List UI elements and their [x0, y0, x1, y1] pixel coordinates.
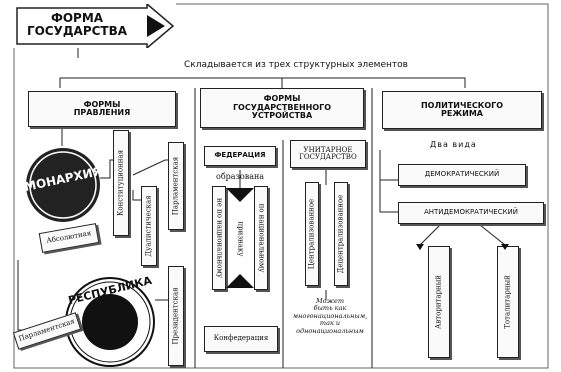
republic-seal-shape-icon: [65, 277, 155, 367]
monarchy-seal-shape-icon: [26, 148, 100, 222]
subtitle: Складывается из трех структурных элемент…: [184, 60, 408, 70]
federation-box: ФЕДЕРАЦИЯ: [204, 146, 276, 166]
note-line5: однонациональным: [296, 326, 364, 335]
unitary-line2: ГОСУДАРСТВО: [299, 153, 357, 161]
structure-forms-header-line1: ФОРМЫ: [263, 94, 301, 104]
federation-label: ФЕДЕРАЦИЯ: [214, 151, 266, 160]
title-arrow: ФОРМА ГОСУДАРСТВА: [16, 4, 175, 48]
totalitarian-box: Тоталитарный: [497, 246, 519, 358]
two-kinds-label: Два вида: [430, 140, 477, 149]
republic-seal: РЕСПУБЛИКА: [64, 274, 156, 368]
subtitle-right-branch: [380, 77, 466, 88]
gov-forms-header-line1: ФОРМЫ: [83, 99, 121, 109]
note-line3: многонациональным,: [292, 311, 368, 320]
unitary-state-box: УНИТАРНОЕ ГОСУДАРСТВО: [290, 140, 366, 168]
structure-forms-header: ФОРМЫ ГОСУДАРСТВЕННОГО УСТРОЙСТВА: [200, 88, 364, 128]
subtitle-left-branch: [59, 77, 180, 88]
dualistic-monarchy-box: Дуалистическая: [141, 186, 157, 266]
regime-to-antidemocratic: [379, 180, 398, 213]
decentralized-box: Децентрализованное: [334, 182, 348, 286]
note-line2: быть как: [313, 304, 347, 313]
monarchy-seal: МОНАРХИЯ: [23, 146, 103, 224]
national-principle-box: по национальному: [254, 186, 268, 290]
constitutional-monarchy-box: Конституционная: [113, 130, 129, 236]
centralized-box: Централизованное: [305, 182, 319, 286]
not-national-box: не по национальному: [212, 186, 226, 290]
unitary-line1: УНИТАРНОЕ: [303, 145, 353, 154]
note-line1: Может: [316, 297, 344, 305]
page-title-line1: ФОРМА: [50, 11, 104, 25]
authoritarian-box: Авторитарный: [428, 246, 450, 358]
gov-forms-header: ФОРМЫ ПРАВЛЕНИЯ: [28, 91, 176, 127]
democratic-box: ДЕМОКРАТИЧЕСКИЙ: [398, 164, 526, 186]
regime-header: ПОЛИТИЧЕСКОГО РЕЖИМА: [382, 91, 542, 129]
arrow-shape-icon: [16, 4, 175, 48]
unitary-note: Может быть как многонациональным, так и …: [290, 297, 370, 335]
structure-forms-header-line2: ГОСУДАРСТВЕННОГО: [232, 102, 332, 112]
structure-forms-header-line3: УСТРОЙСТВА: [251, 111, 313, 121]
confederation-box: Конфедерация: [204, 326, 278, 352]
formed-label: образована: [216, 172, 265, 181]
confederation-label: Конфедерация: [213, 334, 269, 343]
democratic-label: ДЕМОКРАТИЧЕСКИЙ: [424, 170, 500, 179]
regime-header-line2: РЕЖИМА: [441, 109, 483, 118]
antidemocratic-label: АНТИДЕМОКРАТИЧЕСКИЙ: [423, 208, 519, 217]
gov-forms-header-line2: ПРАВЛЕНИЯ: [73, 108, 131, 117]
presidential-republic-box: Президентская: [168, 266, 184, 366]
regime-header-line1: ПОЛИТИЧЕСКОГО: [420, 100, 504, 110]
outer-frame: [13, 3, 549, 369]
note-line4: так и: [319, 319, 341, 328]
parliamentary-monarchy-box: Парламентская: [168, 142, 184, 230]
page-title: ФОРМА ГОСУДАРСТВА: [17, 11, 137, 39]
federation-criteria-arrows-icon: [226, 188, 254, 288]
antidemocratic-box: АНТИДЕМОКРАТИЧЕСКИЙ: [398, 202, 544, 224]
page-title-line2: ГОСУДАРСТВА: [26, 24, 128, 39]
